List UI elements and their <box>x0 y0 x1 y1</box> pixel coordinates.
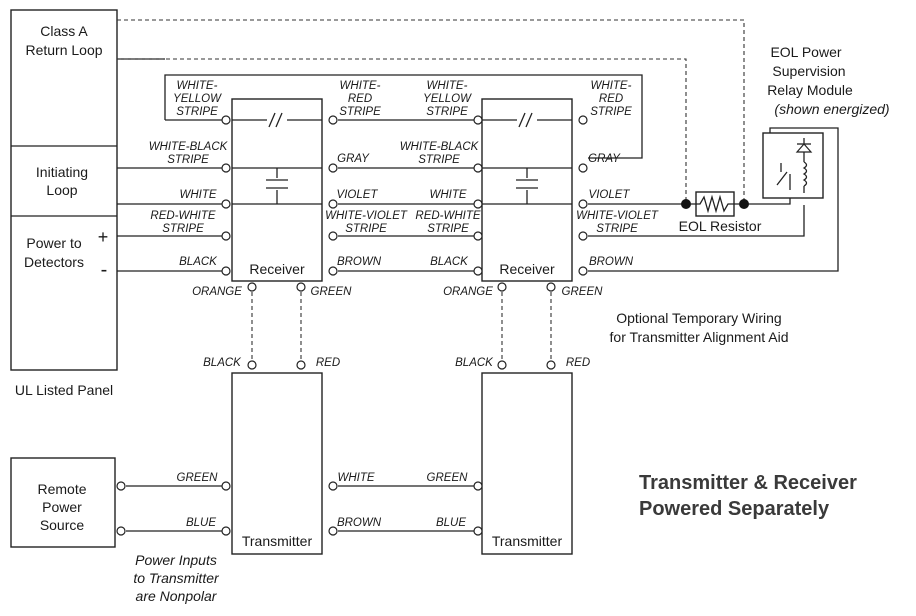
remote-line3: Source <box>40 517 85 533</box>
transmitter-left: Transmitter <box>231 372 323 555</box>
rx1-brown: BROWN <box>337 256 382 268</box>
rx2-white: WHITE <box>429 189 466 201</box>
tx2-red: RED <box>566 357 590 369</box>
rx2-red-white-1: RED-WHITE <box>415 210 480 222</box>
remote-line1: Remote <box>37 481 86 497</box>
rx2-white-yellow-2: YELLOW <box>423 93 472 105</box>
transmitter-left-label: Transmitter <box>242 533 313 549</box>
remote-power-box <box>10 457 116 548</box>
tx1-white: WHITE <box>337 472 374 484</box>
rx2-red-white-2: STRIPE <box>427 223 469 235</box>
eol-resistor: EOL Resistor <box>679 191 762 234</box>
tx1-blue: BLUE <box>186 517 216 529</box>
transmitter-terminals <box>116 360 556 536</box>
receiver-terminals <box>221 115 588 292</box>
rx2-white-yellow-3: STRIPE <box>426 106 468 118</box>
rx1-white-violet-2: STRIPE <box>345 223 387 235</box>
rx1-white-yellow-1: WHITE- <box>177 80 218 92</box>
eol-module-note: (shown energized) <box>774 101 889 117</box>
rx1-white-red-2: RED <box>348 93 372 105</box>
eol-resistor-label: EOL Resistor <box>679 218 762 234</box>
transmitter-right-label: Transmitter <box>492 533 563 549</box>
rx2-black: BLACK <box>430 256 469 268</box>
tx2-green: GREEN <box>427 472 469 484</box>
diagram-title-line1: Transmitter & Receiver <box>639 472 857 494</box>
receiver-left: Receiver <box>231 98 323 282</box>
rx2-white-red-1: WHITE- <box>591 80 632 92</box>
rx2-brown: BROWN <box>589 256 634 268</box>
rx2-gray: GRAY <box>588 153 621 165</box>
panel-caption: UL Listed Panel <box>15 382 113 398</box>
receiver-right: Receiver <box>481 98 573 282</box>
rx1-green: GREEN <box>311 286 353 298</box>
panel-box <box>10 9 118 371</box>
panel-power-line1: Power to <box>26 235 81 251</box>
rx1-orange: ORANGE <box>192 286 242 298</box>
rx2-orange: ORANGE <box>443 286 493 298</box>
eol-module-line3: Relay Module <box>767 82 853 98</box>
panel-plus: + <box>98 227 109 247</box>
rx2-white-red-2: RED <box>599 93 623 105</box>
remote-line2: Power <box>42 499 82 515</box>
rx1-red-white-2: STRIPE <box>162 223 204 235</box>
panel-class-a-line1: Class A <box>40 23 88 39</box>
rx1-white-violet-1: WHITE-VIOLET <box>325 210 408 222</box>
power-note-line3: are Nonpolar <box>136 588 218 604</box>
rx1-white-black-1: WHITE-BLACK <box>149 141 229 153</box>
tx2-black: BLACK <box>455 357 494 369</box>
panel-power-line2: Detectors <box>24 254 84 270</box>
eol-module-line2: Supervision <box>772 63 845 79</box>
eol-relay-module: EOL Power Supervision Relay Module (show… <box>762 44 890 199</box>
rx1-red-white-1: RED-WHITE <box>150 210 215 222</box>
tx1-black: BLACK <box>203 357 242 369</box>
panel-class-a-line2: Return Loop <box>25 42 102 58</box>
tx1-red: RED <box>316 357 340 369</box>
optional-note-line2: for Transmitter Alignment Aid <box>610 329 789 345</box>
rx2-green: GREEN <box>562 286 604 298</box>
rx1-white-red-1: WHITE- <box>340 80 381 92</box>
optional-note-line1: Optional Temporary Wiring <box>616 310 781 326</box>
rx1-white-red-3: STRIPE <box>339 106 381 118</box>
eol-module-line1: EOL Power <box>770 44 841 60</box>
rx1-white: WHITE <box>179 189 216 201</box>
rx1-violet: VIOLET <box>337 189 379 201</box>
panel-minus: - <box>101 259 108 281</box>
panel-initiating-line1: Initiating <box>36 164 88 180</box>
rx2-violet: VIOLET <box>589 189 631 201</box>
tx1-green: GREEN <box>177 472 219 484</box>
diagram-title-line2: Powered Separately <box>639 498 830 520</box>
power-note-line1: Power Inputs <box>135 552 217 568</box>
rx2-white-black-2: STRIPE <box>418 154 460 166</box>
power-note-line2: to Transmitter <box>133 570 220 586</box>
rx1-gray: GRAY <box>337 153 370 165</box>
rx1-white-yellow-3: STRIPE <box>176 106 218 118</box>
tx1-brown: BROWN <box>337 517 382 529</box>
rx2-white-black-1: WHITE-BLACK <box>400 141 480 153</box>
tx2-blue: BLUE <box>436 517 466 529</box>
rx2-white-violet-1: WHITE-VIOLET <box>576 210 659 222</box>
rx2-white-red-3: STRIPE <box>590 106 632 118</box>
panel-initiating-line2: Loop <box>46 182 77 198</box>
rx1-white-black-2: STRIPE <box>167 154 209 166</box>
rx2-white-violet-2: STRIPE <box>596 223 638 235</box>
receiver-left-label: Receiver <box>249 261 305 277</box>
rx2-white-yellow-1: WHITE- <box>427 80 468 92</box>
rx1-black: BLACK <box>179 256 218 268</box>
transmitter-right: Transmitter <box>481 372 573 555</box>
rx1-white-yellow-2: YELLOW <box>173 93 222 105</box>
receiver-right-label: Receiver <box>499 261 555 277</box>
